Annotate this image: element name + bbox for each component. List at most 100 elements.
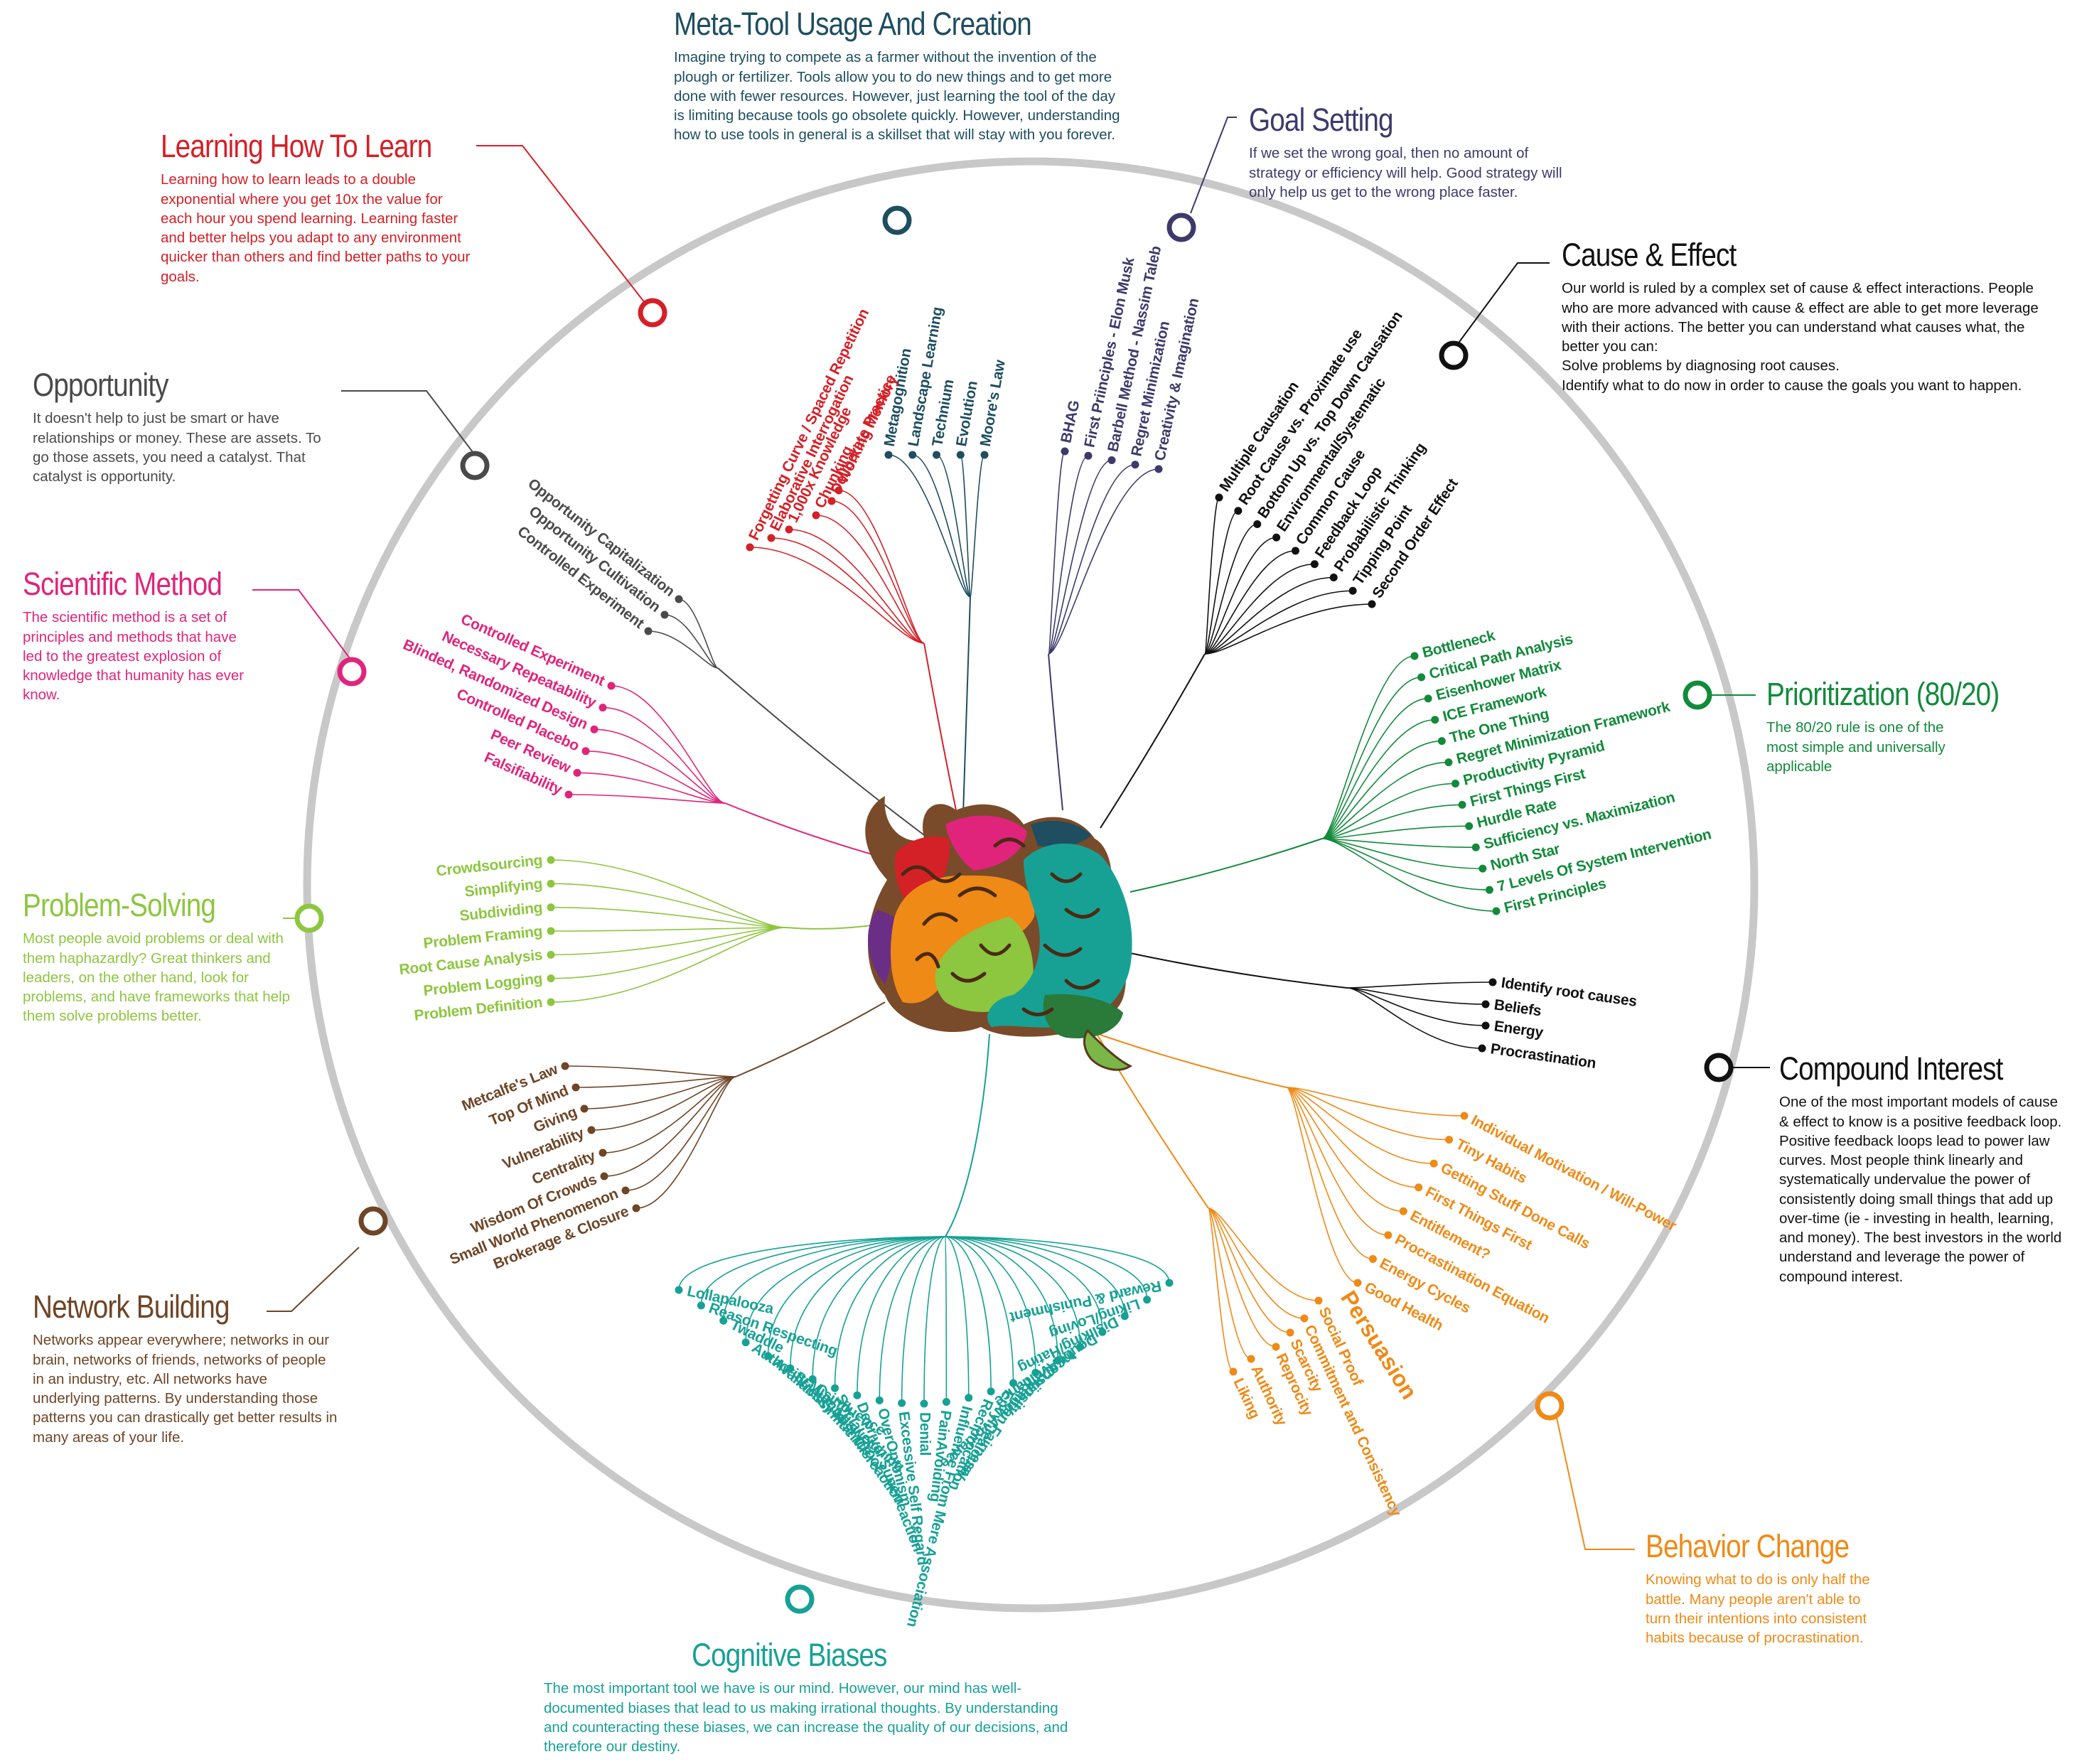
branch-lines — [550, 451, 1497, 1404]
behavior-branch-line — [1286, 1087, 1388, 1236]
section-title: Network Building — [33, 1289, 230, 1325]
cause-leaf-dot — [1234, 507, 1243, 515]
learning-trunk — [923, 642, 957, 811]
prioritization-leaf-dot — [1492, 907, 1501, 915]
section-scientific: Scientific Method The scientific method … — [23, 567, 250, 705]
problem-leaf-dot — [547, 879, 555, 888]
problem-branch-line — [550, 927, 786, 979]
lobe-purple — [868, 910, 895, 984]
prioritization-branch-line — [1321, 782, 1456, 839]
cognitive-branch-line — [857, 1236, 946, 1396]
section-description: If we set the wrong goal, then no amount… — [1249, 145, 1562, 200]
meta_tool-trunk — [962, 596, 971, 814]
goal-trunk — [1048, 653, 1063, 811]
learning-leaf-dot — [812, 511, 820, 520]
network-branch-line — [625, 1076, 736, 1191]
cognitive-branch-line — [834, 1236, 946, 1389]
meta_tool-branch-line — [888, 454, 971, 598]
learning-leaf-dot — [767, 534, 776, 542]
prioritization-leaf-dot — [1417, 673, 1426, 682]
scientific-branch-line — [602, 706, 726, 804]
prioritization-branch-line — [1321, 825, 1469, 839]
section-description: Most people avoid problems or deal with … — [23, 930, 291, 1025]
cognitive-branch-line — [945, 1236, 1058, 1361]
cause-trunk — [1100, 653, 1206, 829]
behavior-branch-line — [1286, 1087, 1449, 1141]
section-title: Meta-Tool Usage And Creation — [674, 6, 1032, 42]
learning-leaf-label: Forgetting Curve / Spaced Repetition — [746, 306, 872, 543]
network-branch-line — [603, 1076, 736, 1177]
learning-leaf-dot — [835, 486, 843, 495]
goal-leaf-dot — [1084, 451, 1093, 460]
cause-branch-line — [1204, 550, 1296, 655]
section-problem: Problem-Solving Most people avoid proble… — [23, 888, 293, 1026]
cognitive-branch-line — [945, 1236, 1081, 1348]
behavior-leaf-dot — [1399, 1207, 1407, 1215]
meta_tool-node-ring — [882, 205, 912, 235]
problem-branch-line — [550, 859, 786, 928]
problem-leaf-dot — [547, 903, 555, 912]
learning-leaf-dot — [827, 497, 836, 505]
problem-branch-line — [550, 927, 786, 932]
cause-branch-line — [1204, 563, 1315, 655]
behavior-branch-line — [1286, 1087, 1404, 1212]
scientific-connector — [252, 589, 353, 662]
problem-branch-line — [550, 883, 786, 928]
network-leaf-dot — [587, 1126, 596, 1134]
section-description: The most important tool we have is our m… — [544, 1680, 1068, 1755]
lobe-green — [935, 917, 1034, 1012]
cause-leaf-dot — [1253, 520, 1262, 528]
cognitive-leaf-dot — [831, 1384, 839, 1392]
cognitive-leaf-dot — [675, 1286, 683, 1294]
goal-leaf-dot — [1131, 461, 1139, 469]
section-title: Compound Interest — [1779, 1050, 2003, 1087]
prioritization-branch-line — [1321, 698, 1429, 839]
meta_tool-leaf-dot — [884, 451, 893, 459]
meta_tool-branch-line — [960, 454, 971, 598]
cognitive-branch-line — [879, 1236, 946, 1401]
opportunity-connector — [341, 390, 476, 456]
behavior-leaf-dot — [1445, 1136, 1454, 1144]
persuasion-leaf-dot — [1314, 1296, 1323, 1305]
cognitive-branch-line — [945, 1236, 992, 1392]
cognitive-branch-line — [722, 1236, 946, 1321]
cognitive-leaf-dot — [1143, 1296, 1152, 1304]
section-title: Cause & Effect — [1562, 237, 1737, 273]
persuasion-leaf-dot — [1300, 1314, 1309, 1323]
meta_tool-leaf-dot — [980, 451, 989, 459]
learning-node-ring — [638, 298, 667, 328]
section-description: Our world is ruled by a complex set of c… — [1562, 280, 2039, 394]
network-leaf-dot — [632, 1204, 640, 1212]
network-branch-line — [584, 1076, 736, 1109]
problem-leaf-dot — [547, 950, 555, 959]
goal-branch-line — [1048, 459, 1112, 655]
cause-branch-line — [1204, 603, 1373, 655]
cerebellum — [1043, 994, 1123, 1038]
cognitive-leaf-dot — [898, 1399, 906, 1407]
cognitive-leaf-dot — [1031, 1368, 1040, 1377]
meta_tool-leaf-dot — [956, 451, 965, 459]
goal-leaf-dot — [1107, 456, 1116, 464]
cognitive-leaf-dot — [719, 1316, 728, 1325]
cognitive-leaf-dot — [965, 1394, 973, 1402]
behavior-branch-line — [1286, 1087, 1358, 1284]
prioritization-branch-line — [1321, 838, 1476, 849]
network-trunk — [735, 1001, 886, 1077]
cognitive-leaf-dot — [1053, 1356, 1062, 1365]
goal-leaf-label: BHAG — [1058, 399, 1083, 444]
problem-leaf-label: Subdividing — [459, 900, 544, 925]
goal-leaf-dot — [1154, 465, 1163, 473]
section-meta-tool: Meta-Tool Usage And Creation Imagine try… — [674, 7, 1129, 145]
meta_tool-leaf-label: Technium — [929, 378, 957, 448]
behavior-leaf-dot — [1460, 1112, 1469, 1120]
section-description: Networks appear everywhere; networks in … — [33, 1332, 338, 1446]
prioritization-trunk — [1129, 838, 1323, 893]
prioritization-branch-line — [1321, 655, 1415, 839]
problem-branch-line — [550, 927, 786, 956]
cause-leaf-dot — [1310, 560, 1319, 569]
goal-node-ring — [1166, 213, 1196, 242]
behavior-leaf-dot — [1353, 1279, 1362, 1287]
goal-branch-line — [1048, 451, 1066, 655]
cause-branch-line — [1204, 576, 1334, 655]
compound-branch-line — [1346, 987, 1486, 1026]
